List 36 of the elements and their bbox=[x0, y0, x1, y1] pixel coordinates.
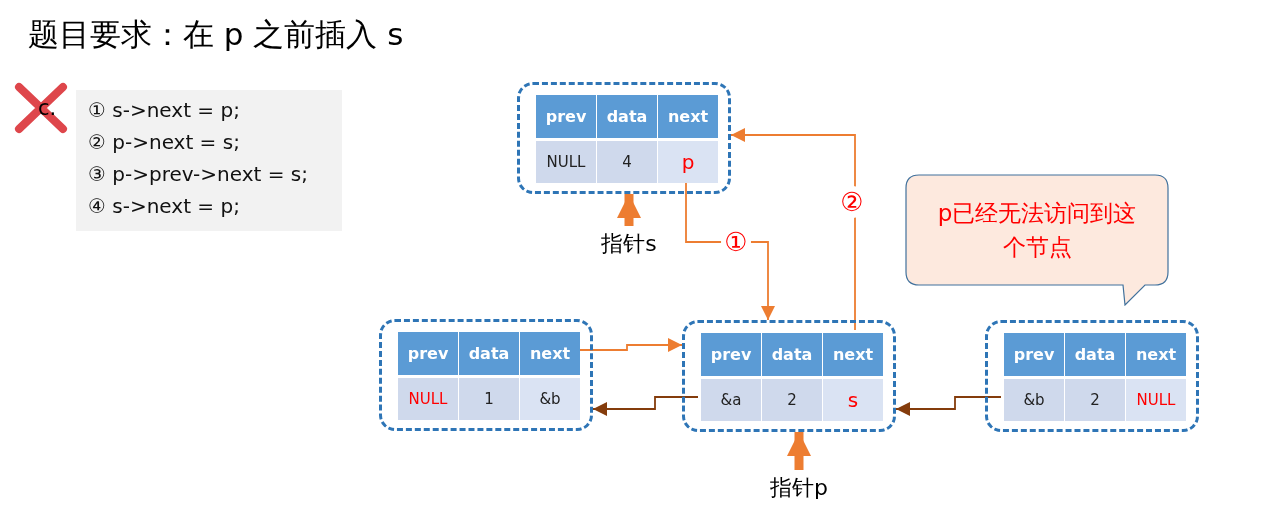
header-cell: next bbox=[823, 333, 883, 376]
value-cell: 1 bbox=[459, 378, 519, 420]
value-cell: s bbox=[823, 379, 883, 421]
value-cell: &b bbox=[520, 378, 580, 420]
value-cell: p bbox=[658, 141, 718, 183]
header-cell: next bbox=[520, 332, 580, 375]
header-cell: prev bbox=[1004, 333, 1064, 376]
speech-bubble: p已经无法访问到这个节点 bbox=[905, 174, 1169, 306]
header-cell: prev bbox=[398, 332, 458, 375]
header-cell: prev bbox=[701, 333, 761, 376]
header-cell: data bbox=[762, 333, 822, 376]
code-line: ④ s->next = p; bbox=[88, 193, 240, 220]
header-cell: prev bbox=[536, 95, 596, 138]
value-cell: 2 bbox=[1065, 379, 1125, 421]
value-cell: NULL bbox=[1126, 379, 1186, 421]
value-cell: 4 bbox=[597, 141, 657, 183]
value-cell: &a bbox=[701, 379, 761, 421]
header-cell: next bbox=[658, 95, 718, 138]
pointer-label: 指针s bbox=[594, 226, 664, 262]
header-cell: data bbox=[1065, 333, 1125, 376]
header-cell: data bbox=[597, 95, 657, 138]
code-line: ① s->next = p; bbox=[88, 97, 240, 124]
code-line: ③ p->prev->next = s; bbox=[88, 161, 308, 188]
node-frame bbox=[517, 82, 731, 194]
code-line: ② p->next = s; bbox=[88, 129, 240, 156]
pointer-label: 指针p bbox=[763, 470, 835, 506]
title: 题目要求：在 p 之前插入 s bbox=[28, 15, 404, 54]
node-frame bbox=[682, 320, 896, 432]
value-cell: NULL bbox=[398, 378, 458, 420]
value-cell: 2 bbox=[762, 379, 822, 421]
node-frame bbox=[985, 320, 1199, 432]
value-cell: NULL bbox=[536, 141, 596, 183]
header-cell: data bbox=[459, 332, 519, 375]
node-frame bbox=[379, 319, 593, 431]
value-cell: &b bbox=[1004, 379, 1064, 421]
header-cell: next bbox=[1126, 333, 1186, 376]
